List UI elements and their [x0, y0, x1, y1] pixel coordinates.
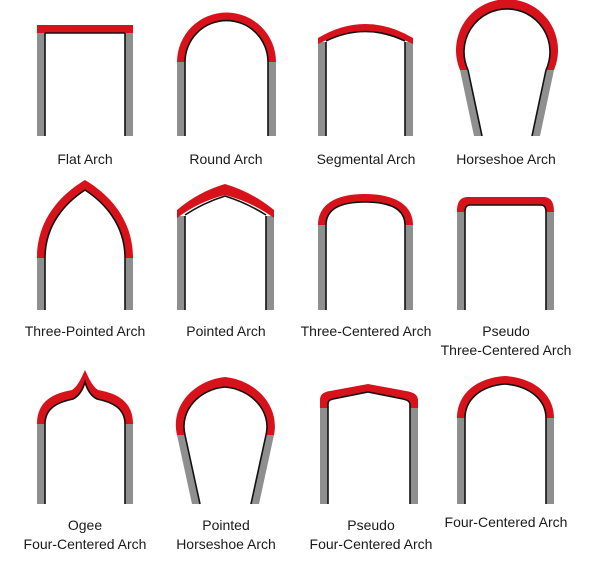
- three-pointed-arch-voussoir: [37, 180, 133, 258]
- pointed-horseshoe-arch-figure: [175, 377, 275, 505]
- caption-pseudo-three-centered-arch-line1: Pseudo: [482, 323, 530, 339]
- caption-round-arch: Round Arch: [189, 151, 262, 167]
- pseudo-four-centered-arch-figure: [320, 384, 418, 504]
- caption-segmental-arch: Segmental Arch: [317, 151, 416, 167]
- segmental-arch-voussoir: [318, 24, 413, 44]
- caption-pseudo-three-centered-arch-line2: Three-Centered Arch: [441, 342, 572, 358]
- caption-three-pointed-arch: Three-Pointed Arch: [25, 323, 146, 339]
- caption-horseshoe-arch: Horseshoe Arch: [456, 151, 556, 167]
- flat-arch-figure: [37, 25, 133, 136]
- pointed-horseshoe-arch-voussoir: [175, 377, 275, 435]
- horseshoe-arch-figure: [456, 0, 558, 137]
- caption-flat-arch: Flat Arch: [57, 151, 112, 167]
- three-centered-arch-voussoir: [318, 194, 413, 225]
- caption-three-centered-arch: Three-Centered Arch: [301, 323, 432, 339]
- pointed-arch-voussoir: [177, 184, 274, 218]
- ogee-four-centered-arch-voussoir: [37, 370, 133, 424]
- flat-arch-jamb-left: [37, 31, 45, 136]
- three-centered-arch-figure: [318, 194, 413, 310]
- pointed-arch-figure: [177, 184, 274, 310]
- flat-arch-lintel: [37, 25, 133, 33]
- caption-ogee-four-centered-arch-line1: Ogee: [68, 517, 102, 533]
- four-centered-arch-figure: [457, 376, 554, 504]
- ogee-four-centered-arch-figure: [37, 370, 133, 504]
- caption-pointed-horseshoe-arch-line1: Pointed: [202, 517, 249, 533]
- caption-pointed-horseshoe-arch-line2: Horseshoe Arch: [176, 536, 276, 552]
- round-arch-figure: [177, 12, 276, 136]
- round-arch-voussoir: [177, 12, 276, 62]
- caption-pointed-arch: Pointed Arch: [186, 323, 265, 339]
- horseshoe-arch-voussoir: [456, 0, 558, 70]
- caption-ogee-four-centered-arch-line2: Four-Centered Arch: [24, 536, 147, 552]
- four-centered-arch-voussoir: [457, 376, 554, 418]
- caption-four-centered-arch: Four-Centered Arch: [445, 514, 568, 530]
- pseudo-four-centered-arch-voussoir: [320, 384, 418, 408]
- caption-pseudo-four-centered-arch-line2: Four-Centered Arch: [310, 536, 433, 552]
- flat-arch-jamb-right: [125, 31, 133, 136]
- three-pointed-arch-figure: [37, 180, 133, 310]
- segmental-arch-figure: [318, 24, 413, 136]
- pseudo-three-centered-arch-figure: [457, 197, 554, 310]
- caption-pseudo-four-centered-arch-line1: Pseudo: [347, 517, 395, 533]
